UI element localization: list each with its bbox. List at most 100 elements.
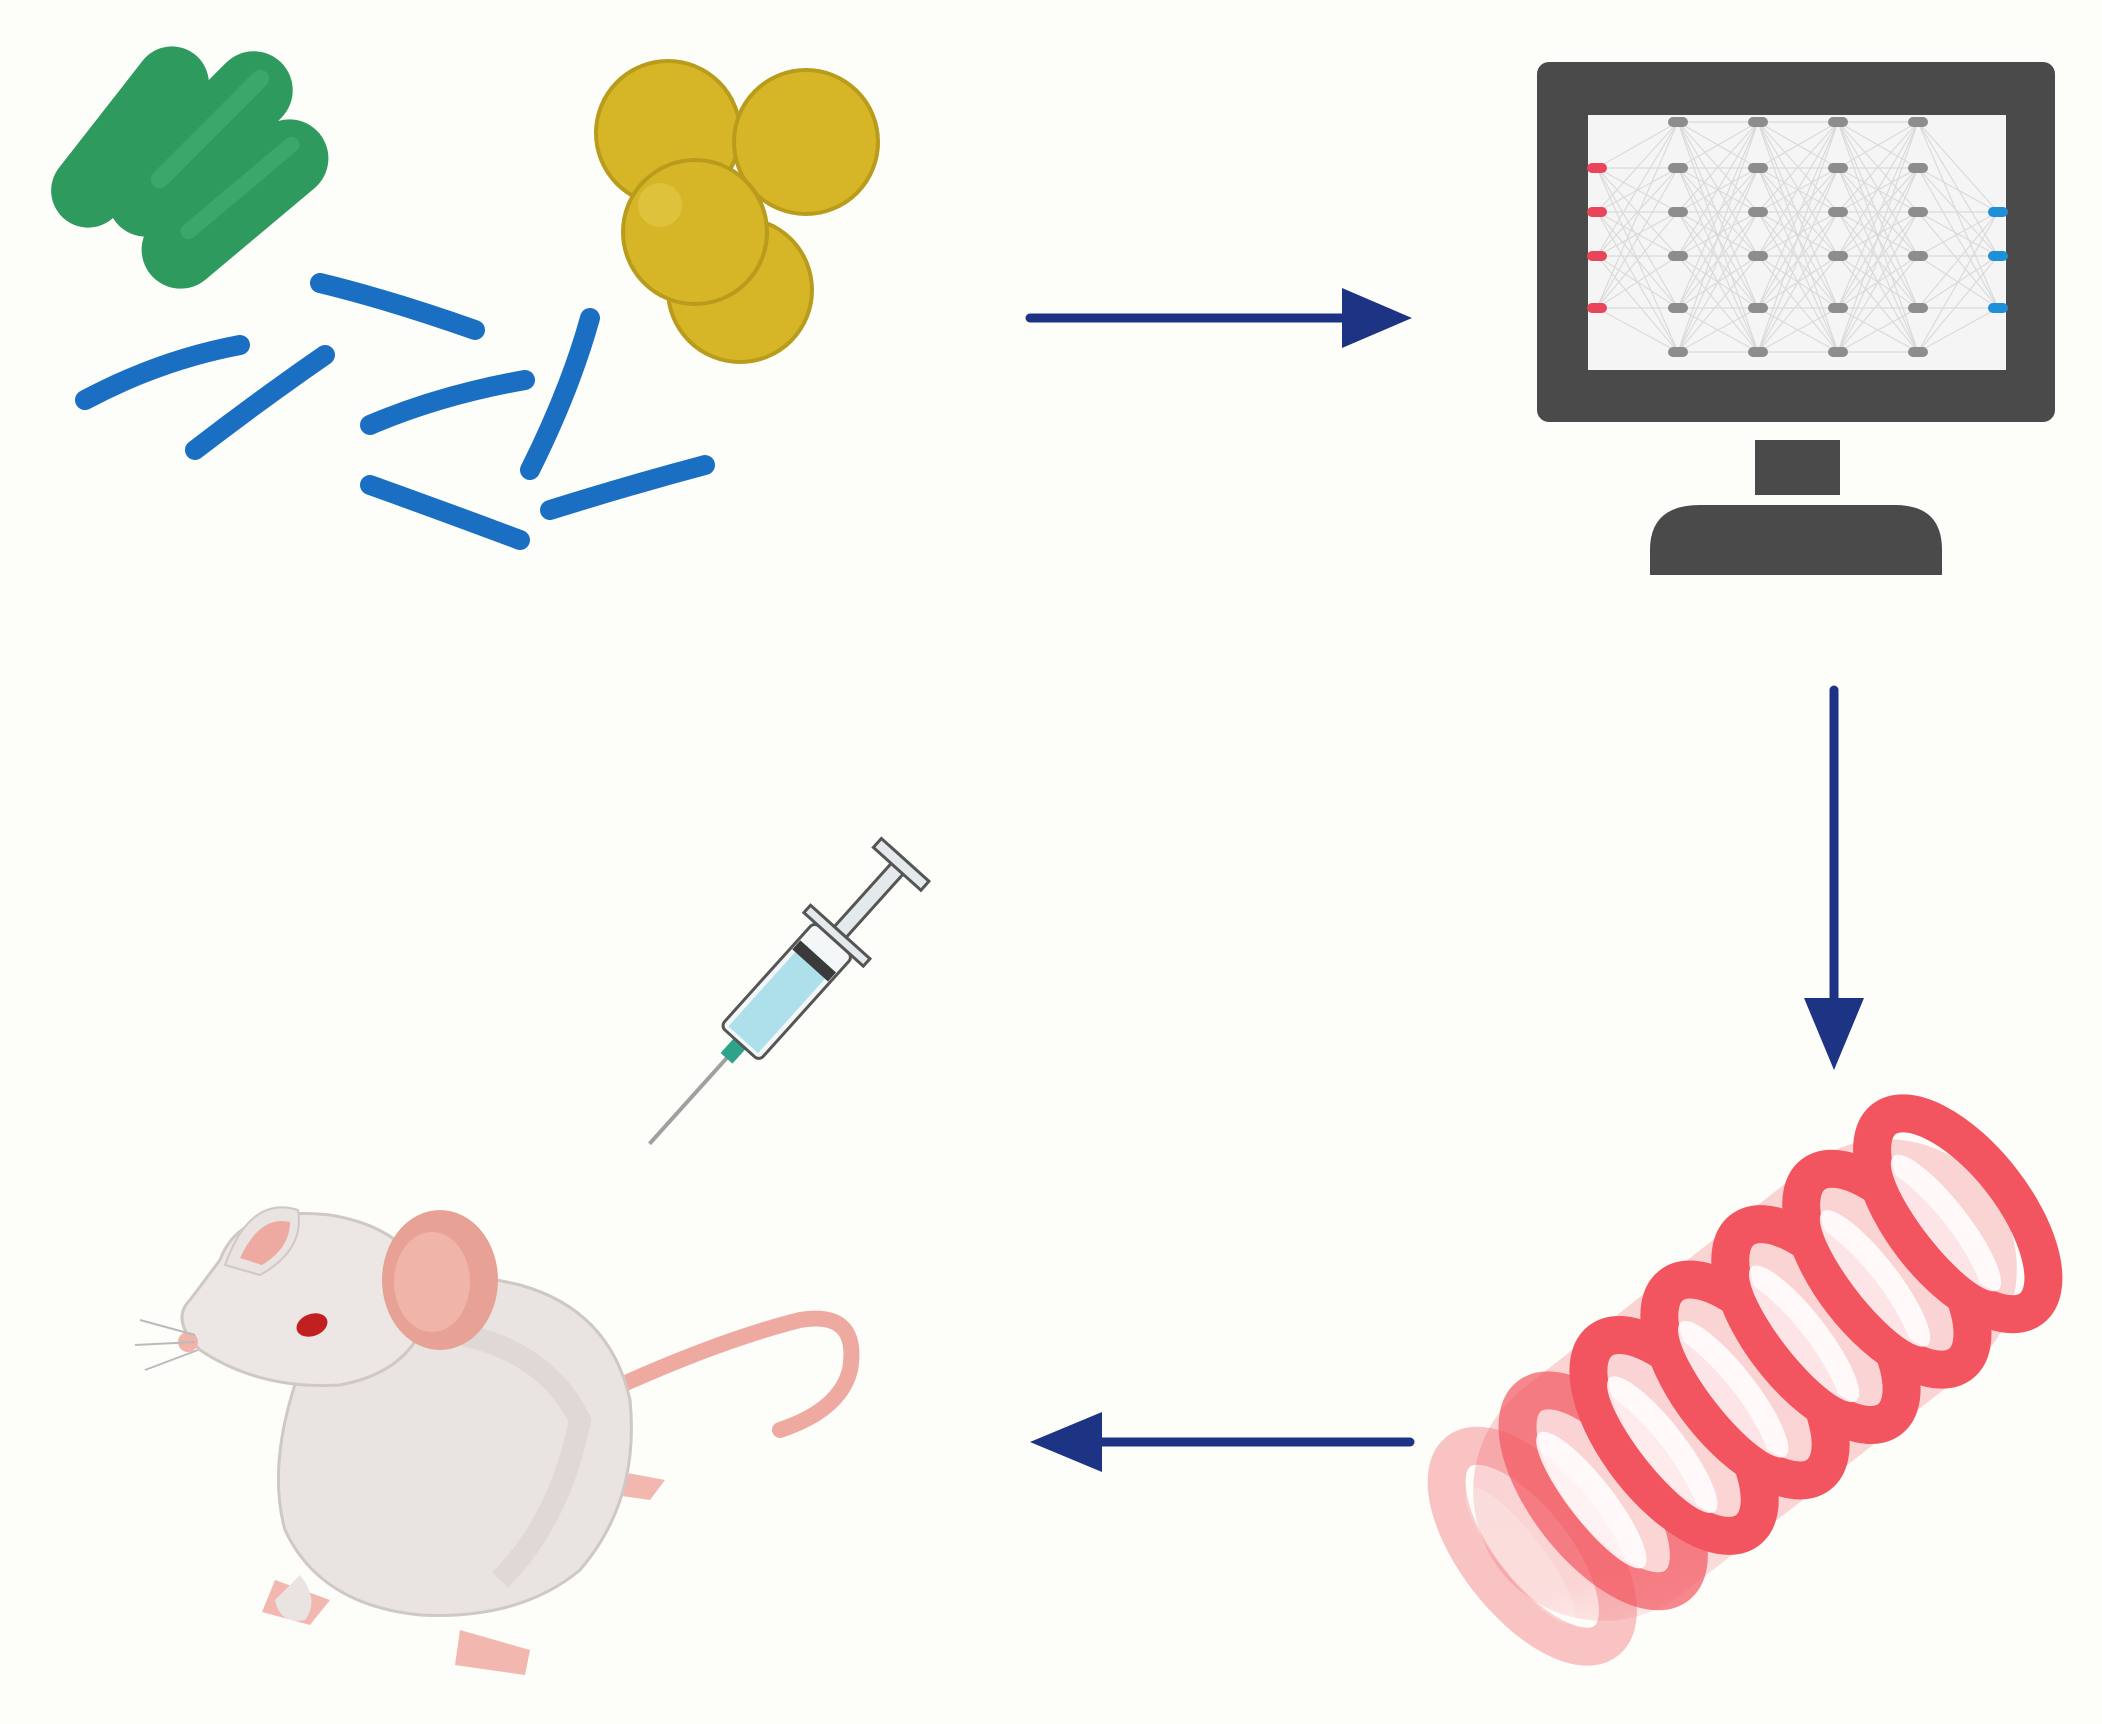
helix-turn-highlight: [1819, 1210, 1931, 1347]
network-edge: [1917, 307, 1999, 353]
network-edge: [1917, 121, 1999, 257]
network-node-hidden: [1908, 207, 1928, 217]
network-edge: [1837, 211, 1919, 353]
network-nodes: [1587, 117, 2008, 357]
network-node-hidden: [1908, 117, 1928, 127]
helix-turn-highlight: [1890, 1154, 2002, 1292]
network-edge: [1677, 211, 1759, 353]
network-node-output: [1988, 303, 2008, 313]
network-node-hidden: [1828, 207, 1848, 217]
network-edge: [1677, 167, 1759, 353]
network-node-hidden: [1748, 117, 1768, 127]
network-node-hidden: [1748, 207, 1768, 217]
network-node-output: [1988, 251, 2008, 261]
network-edge: [1757, 121, 1839, 213]
network-edge: [1837, 167, 1919, 353]
network-edge: [1596, 307, 1679, 353]
network-node-hidden: [1828, 117, 1848, 127]
network-node-hidden: [1828, 251, 1848, 261]
network-edge: [1757, 121, 1839, 257]
helix-turns: [1427, 1094, 2063, 1666]
network-node-input: [1587, 251, 1607, 261]
network-edge: [1837, 121, 1919, 169]
network-node-hidden: [1748, 251, 1768, 261]
network-edge: [1677, 121, 1759, 257]
network-node-hidden: [1828, 163, 1848, 173]
network-edge: [1596, 211, 1679, 257]
network-edge: [1596, 121, 1679, 169]
helix-turn-highlight: [1748, 1265, 1860, 1403]
network-edge: [1596, 167, 1679, 257]
yellow-cocci-bacteria: [594, 59, 880, 364]
neural-network-monitor-icon: [1537, 62, 2055, 575]
network-edge: [1757, 167, 1839, 353]
network-edge: [1917, 121, 1999, 309]
network-edge: [1917, 211, 1999, 309]
network-edge: [1757, 121, 1839, 169]
helix-turn-highlight: [1678, 1320, 1789, 1458]
network-node-hidden: [1908, 163, 1928, 173]
network-node-hidden: [1828, 347, 1848, 357]
network-node-hidden: [1668, 303, 1688, 313]
helix-turn: [1853, 1094, 2063, 1334]
network-node-hidden: [1668, 347, 1688, 357]
network-edge: [1837, 307, 1919, 353]
network-edge: [1757, 211, 1839, 257]
network-edge: [1677, 121, 1759, 213]
blue-rod-bacteria: [75, 273, 715, 550]
network-connections: [1596, 121, 1999, 353]
network-node-hidden: [1908, 251, 1928, 261]
network-node-hidden: [1668, 207, 1688, 217]
network-node-hidden: [1748, 303, 1768, 313]
network-node-input: [1587, 207, 1607, 217]
syringe-icon: [648, 836, 932, 1146]
network-edge: [1757, 167, 1839, 257]
network-edge: [1596, 121, 1679, 257]
network-edge: [1837, 121, 1919, 309]
network-edge: [1596, 255, 1679, 309]
network-node-hidden: [1668, 163, 1688, 173]
network-node-hidden: [1668, 251, 1688, 261]
helix-turn-highlight: [1536, 1431, 1647, 1569]
network-edge: [1757, 211, 1839, 353]
network-edge: [1837, 211, 1919, 257]
network-edge: [1677, 211, 1759, 257]
network-edge: [1837, 121, 1919, 213]
network-edge: [1757, 307, 1839, 353]
network-edge: [1917, 211, 1999, 353]
arrow-peptide-to-mouse: [1030, 1412, 1415, 1472]
network-edge: [1677, 121, 1759, 309]
network-edge: [1837, 121, 1919, 257]
network-edge: [1677, 255, 1759, 353]
network-edge: [1677, 167, 1759, 257]
network-node-input: [1587, 303, 1607, 313]
green-rod-bacteria: [51, 46, 329, 289]
network-edge: [1917, 167, 1999, 309]
arrow-bacteria-to-computer: [1025, 288, 1412, 348]
network-edge: [1757, 121, 1839, 353]
network-edge: [1596, 167, 1679, 309]
network-edge: [1757, 121, 1839, 309]
helix-turn-highlight: [1607, 1376, 1718, 1513]
monitor-neck: [1755, 440, 1840, 495]
network-edge: [1596, 121, 1679, 309]
network-edge: [1596, 121, 1679, 213]
network-edge: [1837, 255, 1919, 353]
network-edge: [1837, 121, 1919, 353]
arrow-computer-to-peptide: [1804, 685, 1864, 1070]
network-node-hidden: [1668, 117, 1688, 127]
network-node-hidden: [1908, 303, 1928, 313]
network-edge: [1757, 255, 1839, 353]
network-edge: [1917, 167, 1999, 213]
helix-turn-highlight: [1465, 1487, 1576, 1624]
network-edge: [1677, 121, 1759, 353]
network-edge: [1596, 255, 1679, 353]
monitor-base: [1650, 505, 1942, 575]
network-node-hidden: [1908, 347, 1928, 357]
network-edge: [1677, 121, 1759, 169]
network-edge: [1596, 211, 1679, 309]
network-node-hidden: [1748, 163, 1768, 173]
bacteria-cluster-icon: [51, 46, 880, 550]
network-node-output: [1988, 207, 2008, 217]
